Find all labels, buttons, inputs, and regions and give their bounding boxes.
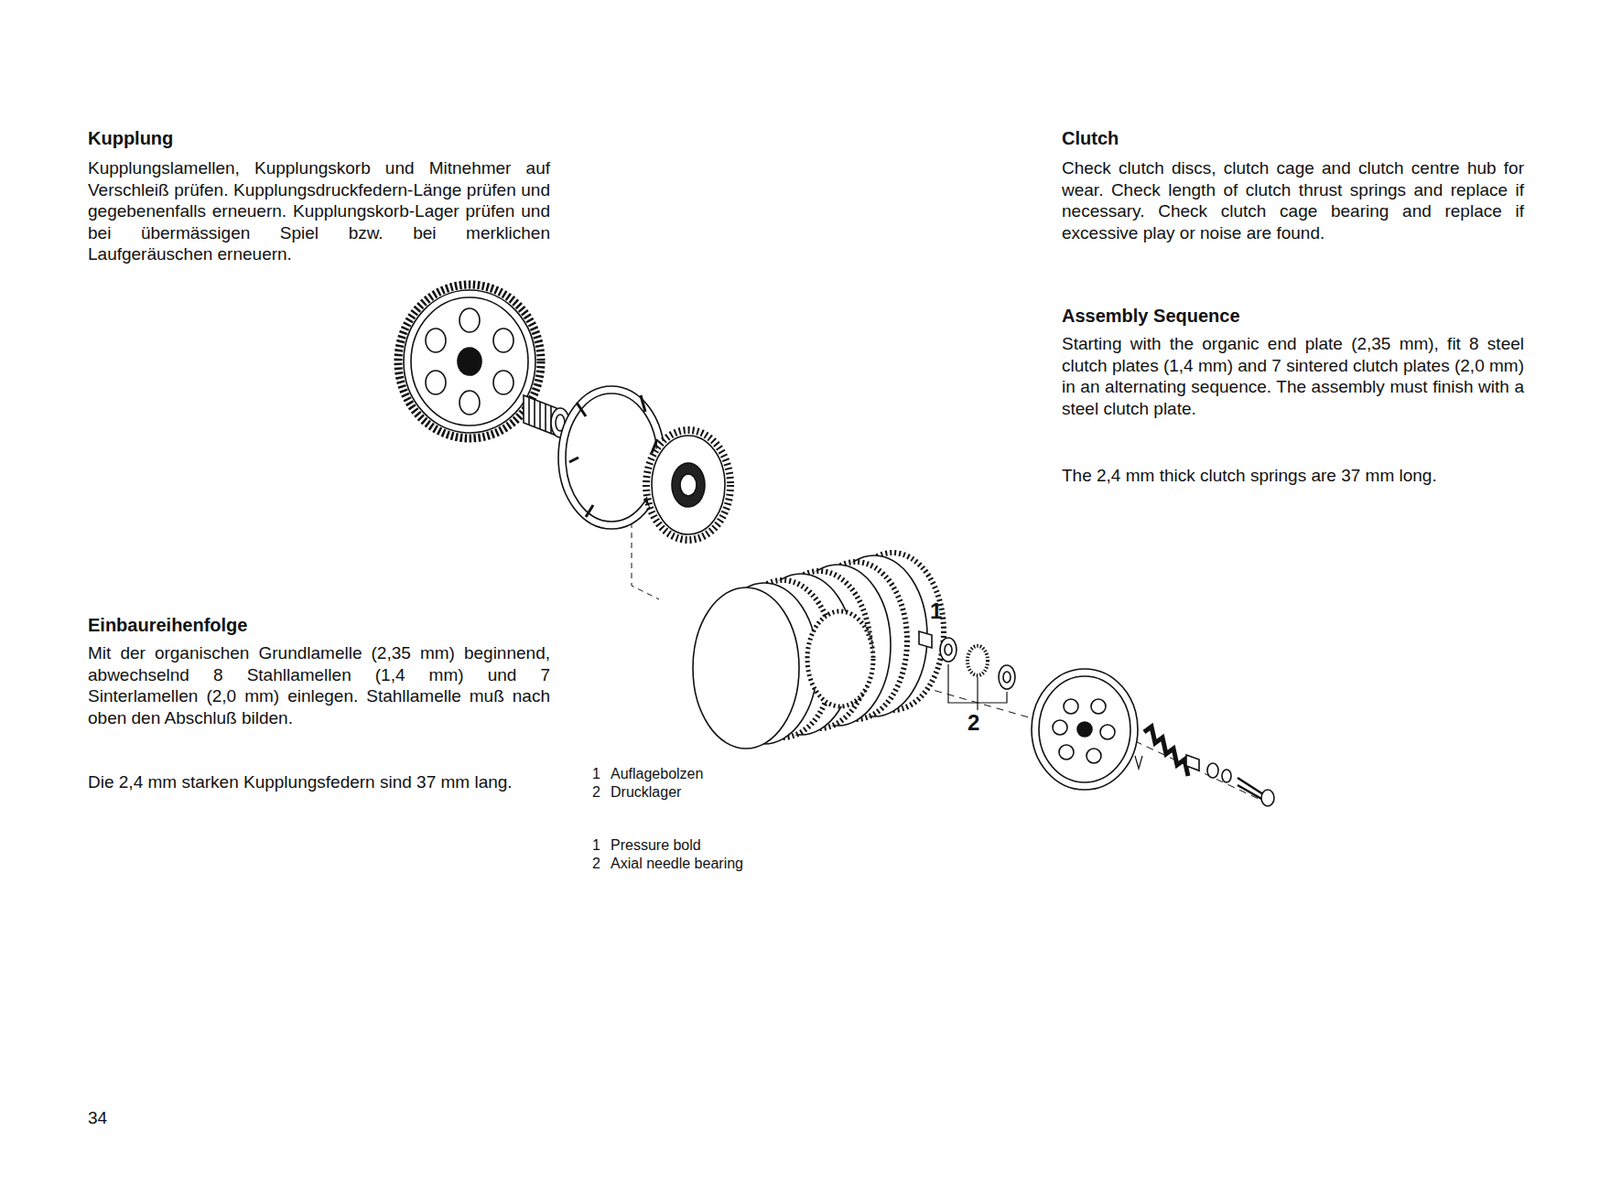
legend-number: 1 [592, 836, 611, 855]
callout-number: 2 [967, 710, 995, 736]
note: Die 2,4 mm starken Kupplungsfedern sind … [87, 771, 551, 794]
legend-number: 2 [592, 783, 611, 802]
heading: Kupplung [87, 128, 455, 151]
page-number: 34 [87, 1107, 143, 1130]
legend-number: 2 [592, 854, 611, 874]
paragraph: Mit der organischen Grundlamelle (2,35 m… [87, 642, 551, 729]
heading: Clutch [1061, 128, 1428, 151]
part-name: Axial needle bearing [610, 854, 840, 874]
note: The 2,4 mm thick clutch springs are 37 m… [1061, 464, 1538, 487]
heading: Assembly Sequence [1061, 305, 1525, 328]
paragraph: Check clutch discs, clutch cage and clut… [1061, 157, 1525, 244]
part-name: Auflagebolzen [610, 765, 794, 784]
part-name: Drucklager [610, 783, 794, 802]
part-name: Pressure bold [610, 836, 794, 855]
callout-number: 1 [929, 598, 958, 625]
paragraph: Starting with the organic end plate (2,3… [1061, 333, 1525, 420]
paragraph: Kupplungslamellen, Kupplungskorb und Mit… [87, 157, 551, 266]
heading: Einbaureihenfolge [87, 615, 455, 638]
legend-number: 1 [592, 765, 611, 784]
